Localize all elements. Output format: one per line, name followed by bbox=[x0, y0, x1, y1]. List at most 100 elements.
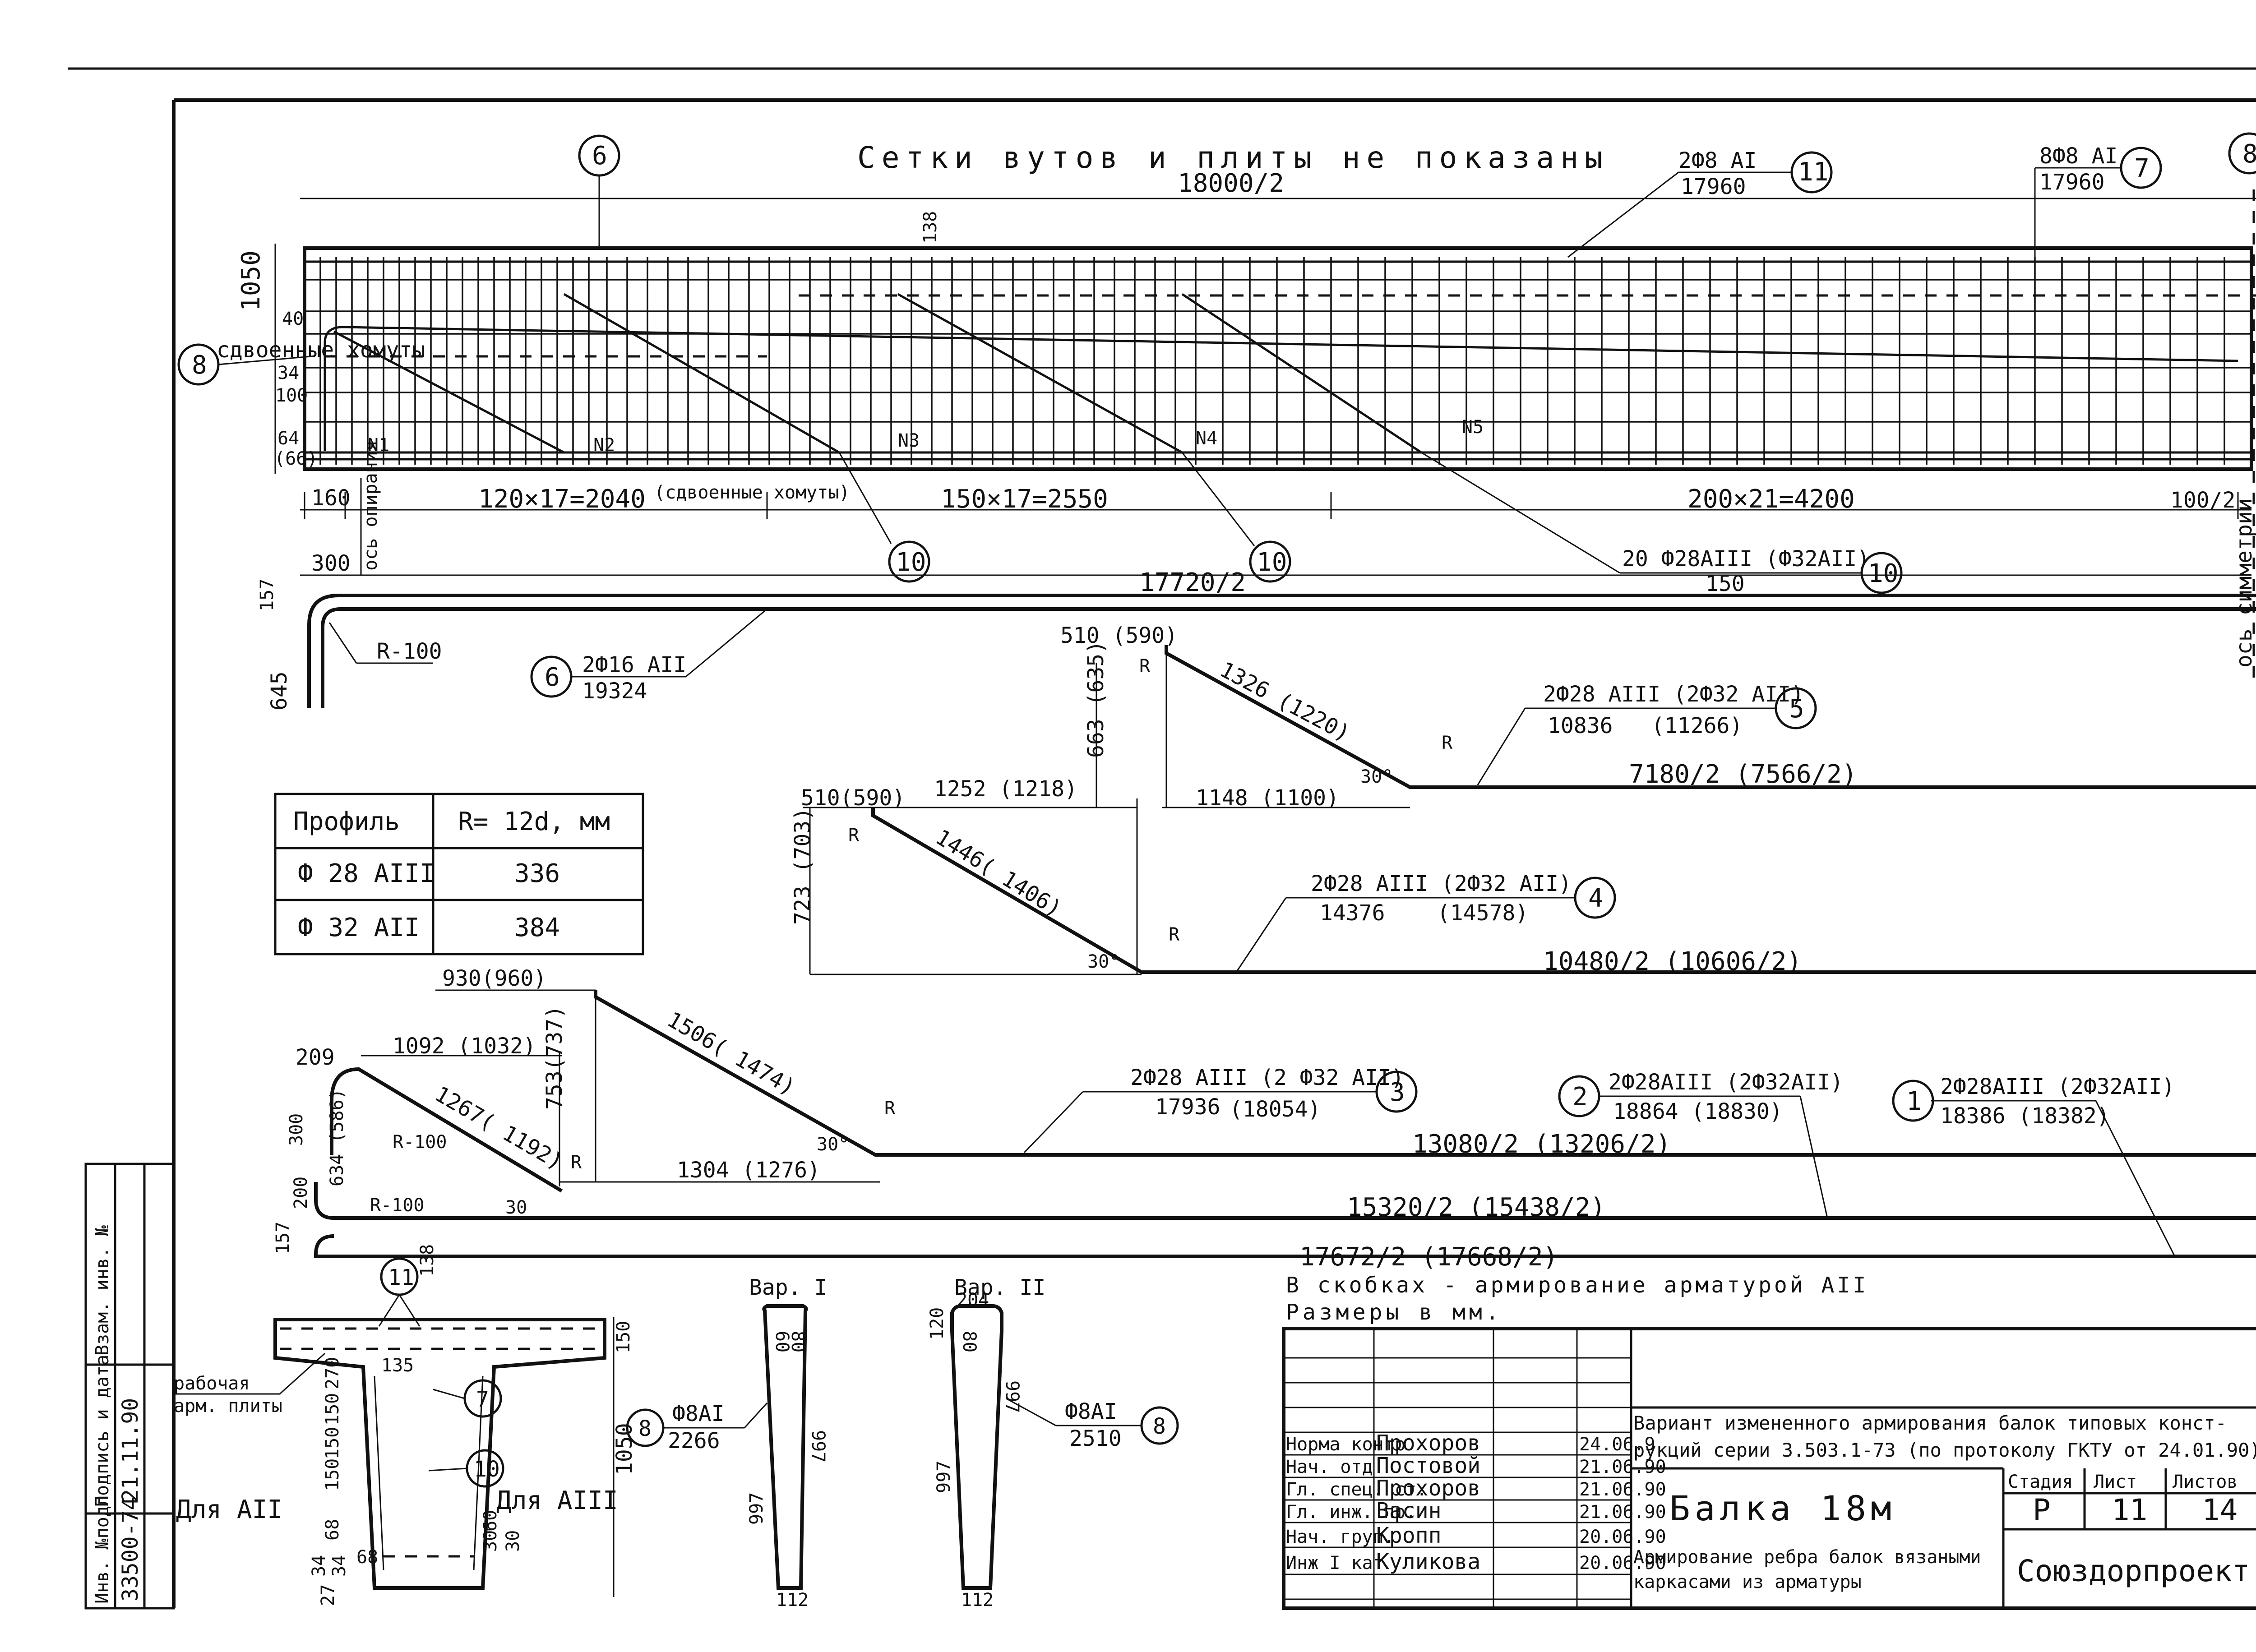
svg-text:6: 6 bbox=[592, 141, 607, 171]
svg-text:10: 10 bbox=[896, 548, 926, 577]
bar-6-shape: 17720/2 157 645 R-100 6 2Ф16 AII 19324 bbox=[257, 568, 2256, 711]
svg-text:сдвоенные хомуты: сдвоенные хомуты bbox=[217, 337, 425, 363]
callout-8-left: 8 сдвоенные хомуты bbox=[177, 337, 425, 386]
stirrup-spacing-dims: 160 120×17=2040 (сдвоенные хомуты) 150×1… bbox=[300, 440, 2251, 576]
callout-6-top: 6 bbox=[578, 134, 620, 246]
svg-text:Вар. I: Вар. I bbox=[749, 1275, 827, 1300]
cross-section: 11 7 10 рабочая арм. плиты Для AII Для A… bbox=[174, 1244, 637, 1606]
svg-text:11: 11 bbox=[1798, 157, 1828, 187]
role-row: Гл. спец. ст. bbox=[1286, 1479, 1427, 1500]
svg-text:157: 157 bbox=[273, 1222, 293, 1254]
svg-text:2510: 2510 bbox=[1069, 1426, 1122, 1451]
svg-text:(18054): (18054) bbox=[1230, 1097, 1321, 1122]
svg-text:Взам. инв. №: Взам. инв. № bbox=[92, 1225, 113, 1356]
svg-text:3: 3 bbox=[1390, 1078, 1405, 1107]
role-row: Нач. груп. bbox=[1286, 1527, 1395, 1547]
note-brackets: В скобках - армирование арматурой AII bbox=[1286, 1273, 1868, 1298]
svg-text:138: 138 bbox=[417, 1244, 438, 1277]
svg-text:68: 68 bbox=[356, 1547, 378, 1568]
svg-text:R-100: R-100 bbox=[377, 639, 442, 664]
name-row: Прохоров bbox=[1376, 1476, 1480, 1501]
drawing-title: Балка 18м bbox=[1669, 1488, 1896, 1528]
svg-text:997: 997 bbox=[808, 1430, 828, 1463]
svg-text:18386 (18382): 18386 (18382) bbox=[1940, 1103, 2110, 1129]
svg-text:R-100: R-100 bbox=[393, 1132, 447, 1153]
svg-text:930(960): 930(960) bbox=[442, 966, 546, 991]
svg-text:R: R bbox=[1139, 656, 1151, 677]
svg-text:300: 300 bbox=[311, 551, 351, 576]
svg-text:150: 150 bbox=[322, 1393, 343, 1426]
svg-text:2Ф28AIII (2Ф32AII): 2Ф28AIII (2Ф32AII) bbox=[1609, 1070, 1843, 1095]
svg-text:18864 (18830): 18864 (18830) bbox=[1613, 1099, 1783, 1124]
svg-text:1: 1 bbox=[1906, 1087, 1922, 1116]
svg-text:17672/2 (17668/2): 17672/2 (17668/2) bbox=[1299, 1242, 1558, 1272]
bar-label-n1: N1 bbox=[368, 435, 389, 456]
svg-text:8: 8 bbox=[1153, 1414, 1166, 1439]
svg-text:20 Ф28AIII (Ф32AII): 20 Ф28AIII (Ф32AII) bbox=[1622, 546, 1870, 572]
svg-text:2Ф28 AIII (2 Ф32 AII): 2Ф28 AIII (2 Ф32 AII) bbox=[1130, 1065, 1404, 1090]
svg-text:Инв. №подл: Инв. №подл bbox=[92, 1495, 113, 1604]
svg-text:17960: 17960 bbox=[1681, 174, 1746, 199]
half-length-label: 18000/2 bbox=[1178, 169, 1284, 198]
svg-text:209: 209 bbox=[296, 1045, 335, 1070]
svg-text:7: 7 bbox=[2134, 154, 2150, 183]
svg-text:2Ф16 AII: 2Ф16 AII bbox=[582, 652, 686, 678]
svg-text:2Ф28AIII (2Ф32AII): 2Ф28AIII (2Ф32AII) bbox=[1940, 1074, 2175, 1099]
bent-bars-elevation: N1 N2 N3 N4 N5 bbox=[333, 293, 1624, 456]
svg-text:997: 997 bbox=[746, 1492, 767, 1525]
svg-text:270: 270 bbox=[322, 1357, 343, 1389]
svg-text:8: 8 bbox=[638, 1416, 652, 1441]
svg-text:150: 150 bbox=[322, 1458, 343, 1491]
svg-text:10: 10 bbox=[1868, 559, 1898, 588]
svg-text:Листов: Листов bbox=[2173, 1472, 2238, 1492]
svg-text:10: 10 bbox=[1257, 548, 1287, 577]
svg-text:510(590): 510(590) bbox=[801, 785, 905, 811]
svg-text:1050: 1050 bbox=[612, 1423, 637, 1475]
date-row: 20.06.90 bbox=[1579, 1527, 1666, 1547]
svg-text:160: 160 bbox=[311, 485, 351, 511]
title-block: Норма контр Нач. отд Гл. спец. ст. Гл. и… bbox=[1282, 1327, 2256, 1610]
svg-text:150: 150 bbox=[1706, 571, 1745, 596]
svg-text:Стадия: Стадия bbox=[2008, 1472, 2073, 1492]
svg-text:5: 5 bbox=[1789, 694, 1804, 724]
name-row: Постовой bbox=[1376, 1453, 1480, 1478]
radius-table: Профиль R= 12d, мм Ф 28 AIII 336 Ф 32 AI… bbox=[274, 793, 644, 955]
svg-text:1148 (1100): 1148 (1100) bbox=[1196, 785, 1339, 811]
date-row: 21.06.90 bbox=[1579, 1502, 1666, 1523]
svg-text:1446( 1406): 1446( 1406) bbox=[931, 825, 1066, 922]
svg-text:10: 10 bbox=[474, 1457, 500, 1482]
date-row: 24.06.9 bbox=[1579, 1434, 1655, 1455]
svg-text:(сдвоенные хомуты): (сдвоенные хомуты) bbox=[654, 482, 850, 503]
svg-text:150: 150 bbox=[613, 1321, 634, 1353]
name-row: Кропп bbox=[1376, 1523, 1442, 1548]
svg-text:1050: 1050 bbox=[236, 250, 266, 311]
svg-text:8Ф8 AI: 8Ф8 AI bbox=[2039, 143, 2117, 169]
svg-text:80: 80 bbox=[959, 1331, 980, 1352]
svg-text:33500-74: 33500-74 bbox=[118, 1497, 143, 1601]
svg-text:40: 40 bbox=[282, 309, 304, 329]
svg-text:(11266): (11266) bbox=[1651, 713, 1743, 738]
stirrup-variant-1: Вар. I 80 60 997 997 112 8 Ф8AI 2266 bbox=[626, 1275, 828, 1610]
svg-text:30°: 30° bbox=[1360, 766, 1393, 787]
callout-7-top: 7 8Ф8 AI 17960 bbox=[2034, 143, 2162, 397]
svg-text:19324: 19324 bbox=[582, 678, 647, 704]
svg-text:100: 100 bbox=[275, 385, 308, 406]
bar-label-n5: N5 bbox=[1462, 417, 1484, 438]
svg-text:Для AIII: Для AIII bbox=[496, 1486, 618, 1515]
name-row: Прохоров bbox=[1376, 1431, 1480, 1456]
svg-text:60: 60 bbox=[772, 1331, 792, 1352]
svg-text:150: 150 bbox=[322, 1427, 343, 1459]
table-cell: Ф 32 AII bbox=[298, 913, 420, 942]
svg-text:1506( 1474): 1506( 1474) bbox=[663, 1007, 800, 1100]
svg-text:(14578): (14578) bbox=[1437, 900, 1528, 926]
svg-text:663 (635): 663 (635) bbox=[1083, 641, 1109, 758]
table-cell: Ф 28 AIII bbox=[298, 859, 435, 888]
bar-1-shape: 157 17672/2 (17668/2) 1 2Ф28AIII (2Ф32AI… bbox=[273, 1074, 2256, 1272]
table-cell: 336 bbox=[514, 859, 560, 888]
role-row: Инж I кат bbox=[1286, 1553, 1384, 1574]
svg-text:200×21=4200: 200×21=4200 bbox=[1687, 485, 1855, 514]
table-cell: 384 bbox=[514, 913, 560, 942]
svg-text:34: 34 bbox=[309, 1555, 329, 1577]
left-elevation-dims: 1050 40 34 100 64 (66) 138 bbox=[236, 211, 941, 474]
table-header-radius: R= 12d, мм bbox=[458, 807, 610, 836]
